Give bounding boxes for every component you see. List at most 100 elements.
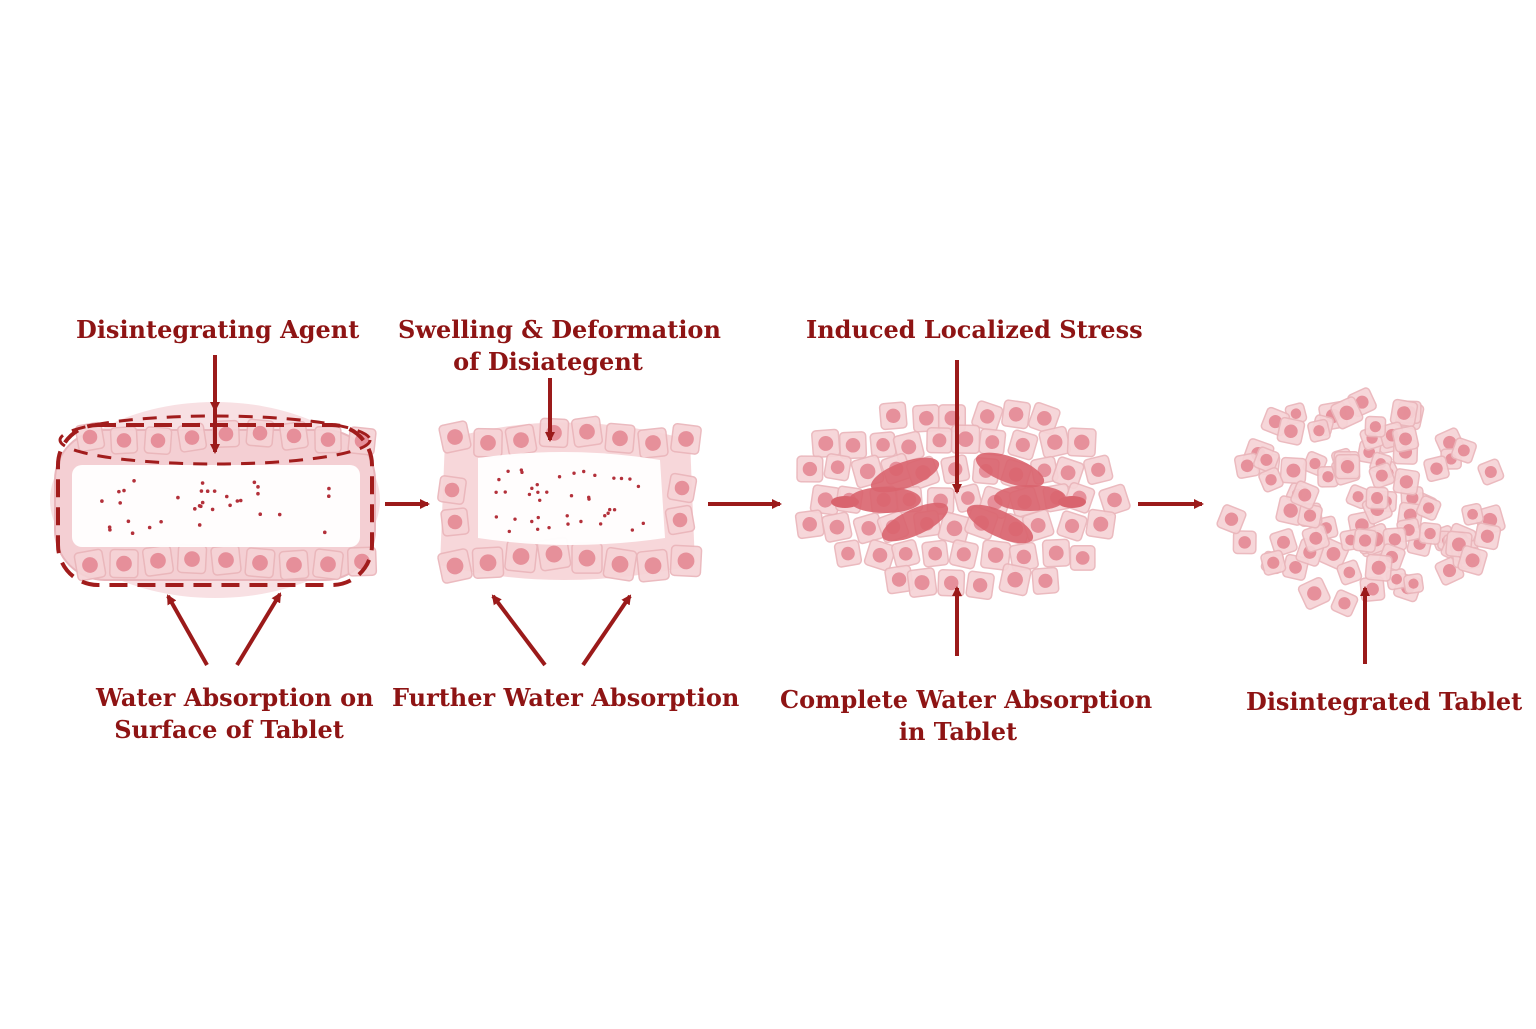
cell-nucleus	[1352, 491, 1364, 503]
arrow-water-left	[166, 594, 209, 666]
cell	[1450, 437, 1477, 464]
cell	[1284, 402, 1308, 425]
cell	[437, 548, 473, 584]
agent-dot	[159, 519, 163, 524]
cell	[1385, 568, 1408, 591]
cell-nucleus	[1015, 437, 1030, 452]
cell-nucleus	[286, 428, 302, 444]
cell	[314, 425, 342, 454]
cell-nucleus	[1391, 573, 1402, 585]
cell-nucleus	[674, 480, 690, 496]
agent-dot	[130, 531, 135, 535]
cell-nucleus	[579, 423, 595, 440]
agent-dot	[641, 521, 645, 526]
cell-nucleus	[116, 555, 132, 572]
agent-dot	[326, 494, 331, 498]
cell-nucleus	[1036, 410, 1052, 426]
cell	[1336, 559, 1363, 586]
cell-nucleus	[1074, 434, 1090, 451]
cell	[1260, 549, 1287, 576]
cell	[1233, 452, 1261, 479]
agent-dot	[527, 492, 532, 497]
cell	[604, 422, 636, 454]
cell-nucleus	[677, 552, 695, 570]
agent-dot	[603, 514, 607, 518]
cell	[536, 536, 572, 572]
agent-dot	[176, 495, 180, 500]
cell	[1083, 454, 1114, 486]
cell-nucleus	[1268, 415, 1282, 429]
cell	[504, 539, 538, 574]
cell-nucleus	[252, 555, 268, 571]
cell-nucleus	[919, 410, 934, 426]
cell-nucleus	[446, 557, 464, 575]
cell-nucleus	[150, 433, 166, 448]
agent-dot	[572, 471, 576, 475]
cell-nucleus	[1423, 502, 1435, 514]
cell	[141, 544, 175, 577]
cell-nucleus	[946, 520, 963, 537]
cell-nucleus	[1290, 408, 1302, 419]
cell-nucleus	[1369, 421, 1381, 433]
agent-dot	[535, 482, 539, 487]
stress-agent	[975, 452, 1045, 488]
cell-nucleus	[1048, 545, 1064, 561]
cell-nucleus	[972, 578, 988, 593]
stressed-tablet	[794, 399, 1131, 601]
cell-nucleus	[901, 439, 917, 455]
cell-nucleus	[252, 425, 268, 441]
agent-dot	[587, 497, 591, 501]
cell	[666, 472, 698, 504]
agent-dot	[535, 527, 540, 531]
cell	[504, 423, 538, 457]
cell	[471, 546, 505, 580]
cell-nucleus	[841, 546, 855, 561]
cell-nucleus	[1338, 597, 1351, 610]
cell-nucleus	[1399, 475, 1414, 489]
cell	[921, 539, 950, 568]
cell-nucleus	[678, 431, 694, 447]
cell	[1216, 504, 1247, 535]
cell	[1301, 524, 1330, 553]
agent-dot	[565, 514, 569, 518]
cell	[1297, 502, 1323, 529]
cell-nucleus	[479, 554, 497, 572]
cell-nucleus	[872, 547, 888, 563]
cell-nucleus	[1224, 512, 1239, 526]
cell-nucleus	[1457, 444, 1470, 457]
cell-nucleus	[802, 461, 818, 477]
agent-dot	[199, 489, 204, 493]
cell	[1461, 502, 1484, 526]
cell-nucleus	[829, 519, 845, 535]
agent-dot	[197, 503, 202, 508]
cell-nucleus	[1284, 424, 1298, 439]
cell-nucleus	[1388, 533, 1402, 546]
cell	[926, 427, 953, 454]
cell	[1069, 544, 1096, 571]
cell-nucleus	[513, 432, 529, 448]
cell-nucleus	[1465, 553, 1480, 568]
agent-dot	[536, 515, 540, 520]
cell-nucleus	[644, 557, 662, 575]
cell	[1477, 458, 1505, 486]
arrow-further-left	[491, 594, 547, 667]
cell	[1056, 510, 1088, 542]
cell-nucleus	[1424, 527, 1436, 540]
agent-dot	[235, 499, 240, 503]
cell-nucleus	[1107, 492, 1122, 508]
stress-agent	[870, 457, 940, 493]
tablet-interior	[72, 465, 360, 547]
cell-nucleus	[1238, 536, 1251, 549]
cell	[906, 567, 938, 598]
label-swelling-deformation: Swelling & Deformation of Disiategent	[398, 315, 721, 376]
cell-nucleus	[1484, 465, 1497, 478]
cell-nucleus	[612, 430, 628, 447]
cell-nucleus	[1038, 573, 1053, 588]
cell	[1389, 398, 1419, 428]
cell-nucleus	[1397, 406, 1411, 420]
agent-dot	[612, 476, 616, 480]
cell-nucleus	[1399, 432, 1412, 446]
cell	[1330, 396, 1364, 430]
agent-dot	[122, 488, 126, 493]
